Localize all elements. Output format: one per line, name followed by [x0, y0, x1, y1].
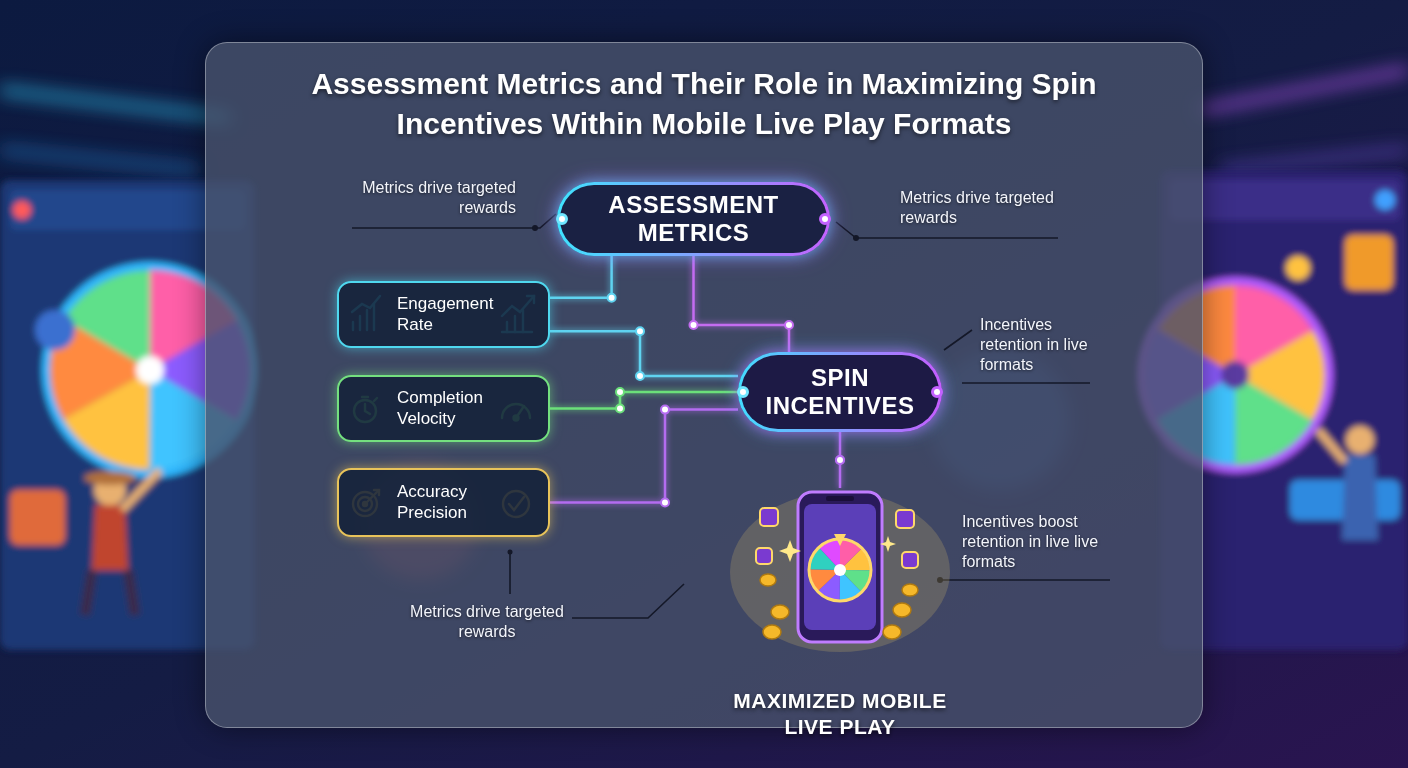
callout-note: Metrics drive targeted rewards: [362, 178, 516, 218]
joint-dot: [556, 213, 568, 225]
result-phone-node: MAXIMIZED MOBILE LIVE PLAY: [716, 488, 964, 744]
bend-dot: [661, 499, 669, 507]
metric-box: Completion Velocity: [337, 375, 550, 442]
bend-dot: [608, 294, 616, 302]
diagram-title: Assessment Metrics and Their Role in Max…: [304, 64, 1104, 143]
bend-dot: [785, 321, 793, 329]
node-text: MAXIMIZED MOBILE LIVE PLAY: [720, 688, 960, 741]
node-text: Completion Velocity: [397, 388, 506, 429]
callout-note: Incentives retention in live formats: [980, 315, 1112, 375]
connector-line: [550, 256, 612, 298]
bend-dot: [690, 321, 698, 329]
bend-dot: [836, 456, 844, 464]
joint-dot: [819, 213, 831, 225]
node-text: SPIN INCENTIVES: [760, 364, 920, 419]
callout-note: Metrics drive targeted rewards: [900, 188, 1062, 228]
phone-illustration: [730, 492, 950, 652]
hub-pill: ASSESSMENT METRICS: [557, 182, 830, 255]
callout-note: Metrics drive targeted rewards: [402, 602, 572, 642]
bend-dot: [616, 388, 624, 396]
bend-dot: [661, 406, 669, 414]
incentive-pill: SPIN INCENTIVES: [738, 352, 942, 432]
node-text: ASSESSMENT METRICS: [581, 191, 806, 246]
node-text: Accuracy Precision: [397, 482, 506, 523]
connector-line: [550, 410, 738, 503]
joint-dot: [931, 386, 943, 398]
metric-box: Engagement Rate: [337, 281, 550, 348]
metric-box: Accuracy Precision: [337, 468, 550, 537]
connector-line: [694, 256, 790, 352]
connector-line: [550, 392, 738, 409]
callout-note: Incentives boost retention in live live …: [962, 512, 1118, 572]
bend-dot: [636, 372, 644, 380]
node-text: Engagement Rate: [397, 294, 506, 335]
bend-dot: [616, 405, 624, 413]
bend-dot: [636, 327, 644, 335]
joint-dot: [737, 386, 749, 398]
bend-dot: [836, 456, 844, 464]
connector-line: [550, 331, 738, 376]
